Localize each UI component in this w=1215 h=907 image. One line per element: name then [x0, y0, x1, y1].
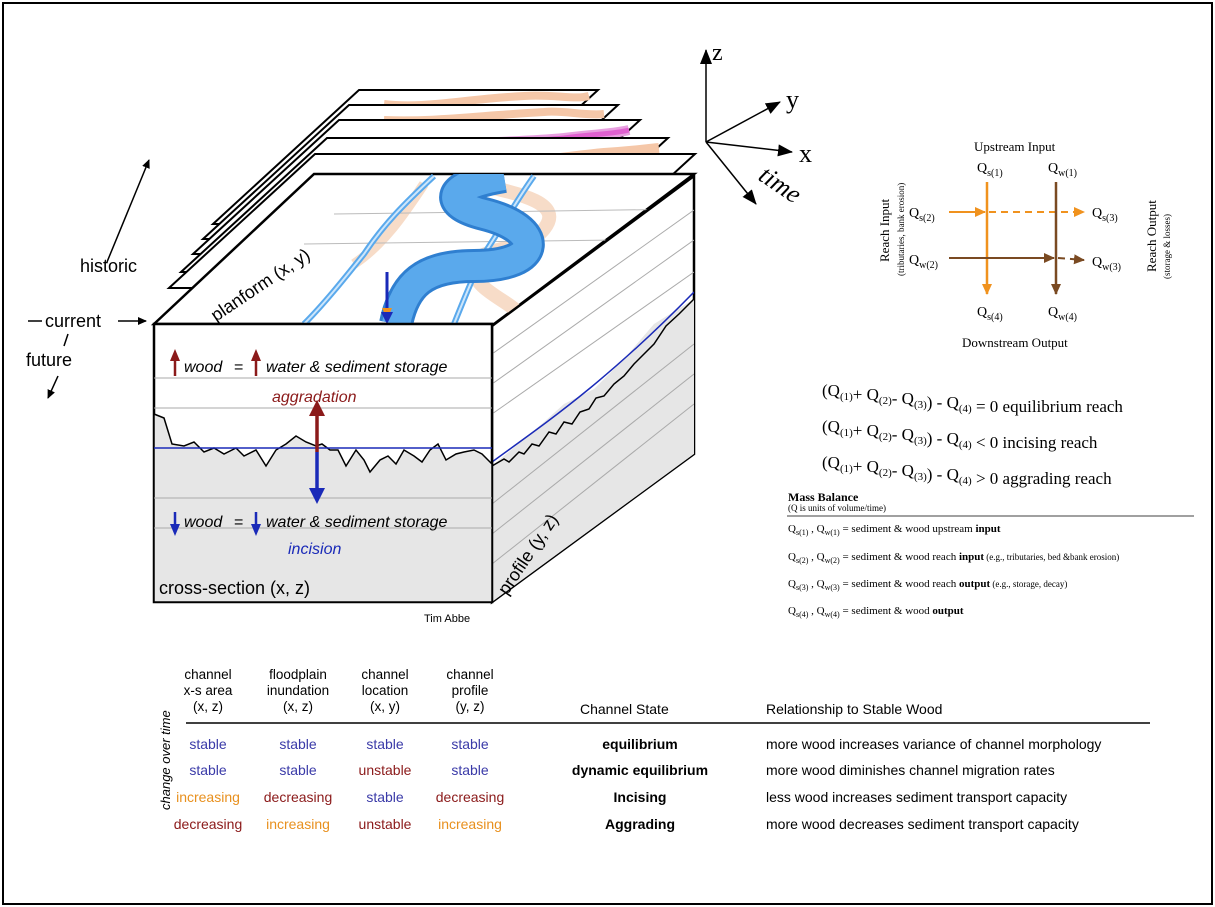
- table-cell: decreasing: [263, 789, 333, 805]
- future-label: future: [26, 350, 72, 370]
- reach-output-label: Reach Output: [1144, 200, 1159, 272]
- reach-input-note: (tributaries, bank erosion): [896, 183, 906, 276]
- qw1-label: Qw(1): [1048, 161, 1077, 179]
- relationship-cell: more wood increases variance of channel …: [766, 736, 1102, 752]
- qw3-label: Qw(3): [1092, 255, 1121, 273]
- channel-state-cell: Incising: [613, 789, 667, 805]
- table-cell: increasing: [176, 789, 240, 805]
- upstream-input-label: Upstream Input: [974, 139, 1056, 154]
- table-cell: increasing: [438, 816, 502, 832]
- relationship-cell: more wood diminishes channel migration r…: [766, 762, 1055, 778]
- current-label: current: [45, 311, 101, 331]
- table-cell: decreasing: [173, 816, 243, 832]
- equations: (Q(1)+ Q(2)- Q(3)) - Q(4) = 0 equilibriu…: [822, 381, 1123, 488]
- coordinate-axes: z y x time: [700, 40, 812, 209]
- wood-up-label: wood: [184, 359, 223, 376]
- mass-balance-line: Qs(2) , Qw(2) = sediment & wood reach in…: [788, 551, 1120, 566]
- qs1-label: Qs(1): [977, 161, 1003, 179]
- aggradation-label: aggradation: [272, 389, 357, 406]
- change-over-time-label: change over time: [158, 710, 173, 810]
- qs4-label: Qs(4): [977, 305, 1003, 323]
- equals-down: =: [234, 514, 243, 531]
- downstream-output-label: Downstream Output: [962, 335, 1068, 350]
- relationship-header: Relationship to Stable Wood: [766, 701, 943, 717]
- profile-face: profile (y, z): [490, 173, 696, 605]
- historic-label: historic: [80, 256, 137, 276]
- incision-label: incision: [288, 541, 341, 558]
- table-cell: stable: [451, 736, 489, 752]
- table-cell: stable: [279, 762, 317, 778]
- qs2-label: Qs(2): [909, 206, 935, 224]
- axis-y-label: y: [786, 85, 799, 114]
- wood-down-label: wood: [184, 514, 223, 531]
- mass-balance-line: Qs(3) , Qw(3) = sediment & wood reach ou…: [788, 578, 1068, 593]
- equation-1: (Q(1)+ Q(2)- Q(3)) - Q(4) = 0 equilibriu…: [822, 381, 1123, 416]
- table-cell: stable: [451, 762, 489, 778]
- table-cell: unstable: [358, 762, 412, 778]
- table-cell: unstable: [358, 816, 412, 832]
- mass-balance-line: Qs(4) , Qw(4) = sediment & wood output: [788, 605, 964, 620]
- planform-face: planform (x, y): [150, 172, 698, 325]
- axis-z-label: z: [712, 40, 723, 66]
- qw4-label: Qw(4): [1048, 305, 1077, 323]
- qs3-label: Qs(3): [1092, 206, 1118, 224]
- table-cell: stable: [366, 789, 404, 805]
- channel-state-cell: equilibrium: [602, 736, 678, 752]
- mass-balance-line: Qs(1) , Qw(1) = sediment & wood upstream…: [788, 523, 1001, 538]
- channel-state-header: Channel State: [580, 701, 669, 717]
- reach-input-label: Reach Input: [877, 198, 892, 262]
- block-diagram: planform (x, y) profile (y, z): [26, 40, 1194, 810]
- axis-x-label: x: [799, 139, 812, 168]
- table-cell: stable: [189, 736, 227, 752]
- table-cell: decreasing: [435, 789, 505, 805]
- equals-up: =: [234, 359, 243, 376]
- storage-down-label: water & sediment storage: [266, 514, 448, 531]
- mass-balance-title: Mass Balance: [788, 490, 859, 504]
- relationship-cell: less wood increases sediment transport c…: [766, 789, 1068, 805]
- table-cell: increasing: [266, 816, 330, 832]
- cross-section-face: wood = water & sediment storage aggradat…: [152, 322, 494, 604]
- relationship-cell: more wood decreases sediment transport c…: [766, 816, 1079, 832]
- table-cell: stable: [189, 762, 227, 778]
- time-axis: historic current future: [26, 159, 150, 399]
- qw2-label: Qw(2): [909, 253, 938, 271]
- equation-3: (Q(1)+ Q(2)- Q(3)) - Q(4) > 0 aggrading …: [822, 453, 1112, 488]
- cross-section-label: cross-section (x, z): [159, 578, 310, 598]
- credit-label: Tim Abbe: [424, 613, 470, 625]
- channel-state-cell: Aggrading: [605, 816, 675, 832]
- reach-output-note: (storage & losses): [1162, 214, 1172, 279]
- mass-balance-subtitle: (Q is units of volume/time): [788, 503, 886, 513]
- equation-2: (Q(1)+ Q(2)- Q(3)) - Q(4) < 0 incising r…: [822, 417, 1098, 452]
- storage-up-label: water & sediment storage: [266, 359, 448, 376]
- table-cell: stable: [279, 736, 317, 752]
- channel-state-cell: dynamic equilibrium: [571, 762, 709, 778]
- flow-diagram: Upstream Input Downstream Output Reach I…: [877, 139, 1172, 350]
- table-cell: stable: [366, 736, 404, 752]
